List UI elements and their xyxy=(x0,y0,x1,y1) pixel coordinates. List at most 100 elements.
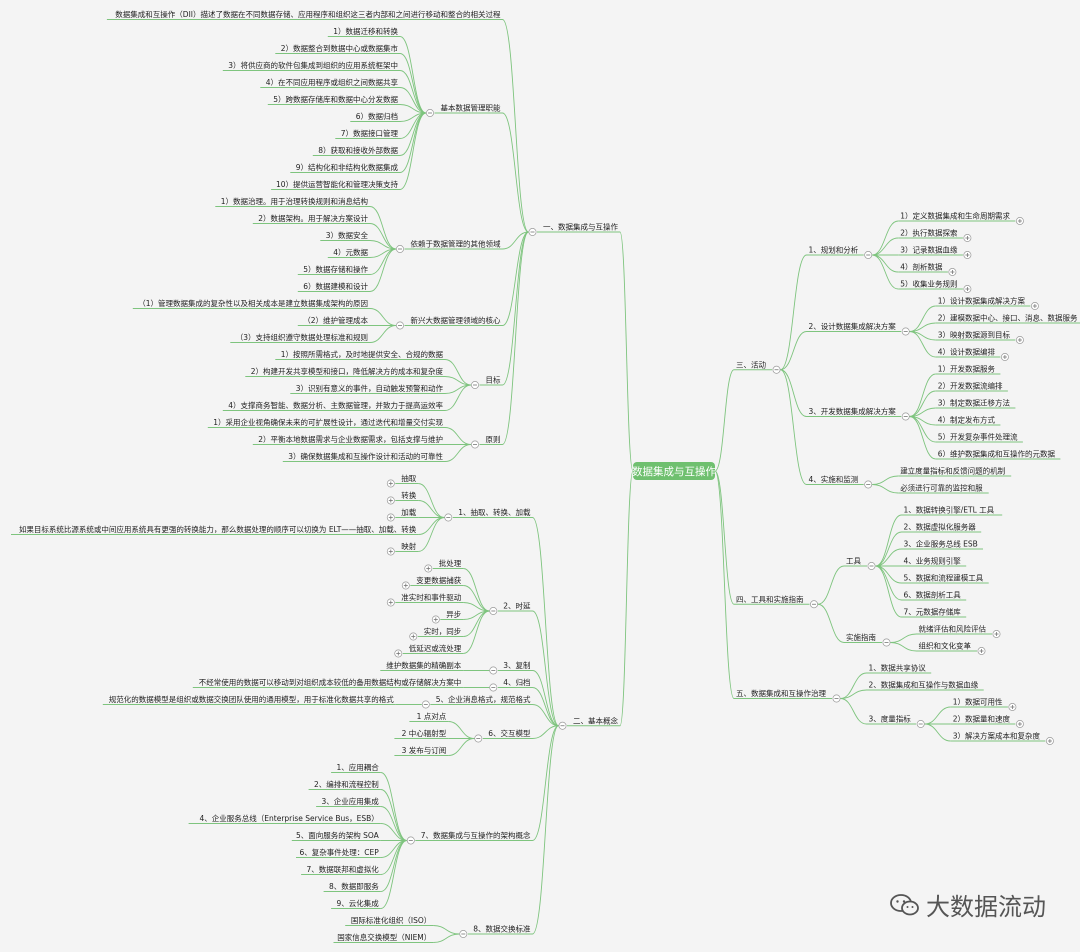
left-branch-1-6-1[interactable]: 1）采用企业视角确保未来的可扩展性设计，通过迭代和增量交付实现 xyxy=(213,417,443,427)
toggle-collapse-icon[interactable] xyxy=(471,440,479,449)
right-branch-2-1[interactable]: 工具 xyxy=(846,557,861,566)
left-branch-2-2-2[interactable]: 变更数据捕获 xyxy=(416,575,461,585)
right-branch-2[interactable]: 四、工具和实施指南 xyxy=(736,594,804,604)
right-branch-2-1-5[interactable]: 5、数据和流程建模工具 xyxy=(904,573,984,583)
toggle-collapse-icon[interactable] xyxy=(882,638,891,647)
toggle-collapse-icon[interactable] xyxy=(901,327,910,336)
toggle-expand-icon[interactable] xyxy=(394,649,403,658)
right-branch-3-3-2[interactable]: 2）数据量和速度 xyxy=(953,714,1011,724)
toggle-collapse-icon[interactable] xyxy=(489,666,498,675)
toggle-expand-icon[interactable] xyxy=(386,513,395,522)
left-branch-1-2-2[interactable]: 2）数据整合到数据中心或数据集市 xyxy=(281,43,399,53)
right-branch-1-3[interactable]: 3、开发数据集成解决方案 xyxy=(809,406,897,416)
right-branch-1-3-2[interactable]: 2）开发数据流编排 xyxy=(938,381,1003,391)
left-branch-2-7-2[interactable]: 2、编排和流程控制 xyxy=(314,779,379,789)
toggle-collapse-icon[interactable] xyxy=(459,930,468,938)
right-branch-1-3-1[interactable]: 1）开发数据服务 xyxy=(938,364,996,374)
toggle-expand-icon[interactable] xyxy=(386,479,395,488)
toggle-expand-icon[interactable] xyxy=(963,251,972,259)
left-branch-2-8-1[interactable]: 国际标准化组织（ISO） xyxy=(351,915,431,925)
toggle-expand-icon[interactable] xyxy=(992,630,1001,638)
right-branch-1-1[interactable]: 1、规划和分析 xyxy=(809,245,859,255)
left-branch-1-2[interactable]: 基本数据管理职能 xyxy=(441,103,501,113)
right-branch-3-3-3[interactable]: 3）解决方案成本和复杂度 xyxy=(953,731,1041,741)
toggle-collapse-icon[interactable] xyxy=(832,694,841,703)
right-branch-1-4[interactable]: 4、实施和监测 xyxy=(809,474,859,484)
left-branch-1-3-1[interactable]: 1）数据治理。用于治理转换规则和消息结构 xyxy=(221,196,369,206)
left-branch-2-7-6[interactable]: 6、复杂事件处理：CEP xyxy=(300,847,380,857)
toggle-expand-icon[interactable] xyxy=(409,632,418,641)
left-branch-2-8[interactable]: 8、数据交换标准 xyxy=(473,924,531,934)
right-branch-1-1-1[interactable]: 1）定义数据集成和生命周期需求 xyxy=(900,211,1010,221)
left-branch-1-1[interactable]: 数据集成和互操作（DII）描述了数据在不同数据存储、应用程序和组织这三者内部和之… xyxy=(115,9,501,19)
left-branch-1-5-3[interactable]: 3）识别有意义的事件，自动触发预警和动作 xyxy=(296,383,444,393)
right-branch-2-2-2[interactable]: 组织和文化变革 xyxy=(919,641,972,651)
toggle-collapse-icon[interactable] xyxy=(474,734,483,743)
left-branch-2-3[interactable]: 3、复制 xyxy=(503,660,530,670)
left-branch-2-1[interactable]: 1、抽取、转换、加载 xyxy=(458,507,531,517)
left-branch-1-2-3[interactable]: 3）将供应商的软件包集成到组织的应用系统框架中 xyxy=(228,60,398,70)
right-branch-1-3-6[interactable]: 6）维护数据集成和互操作的元数据 xyxy=(938,449,1056,459)
toggle-expand-icon[interactable] xyxy=(963,234,972,242)
right-branch-2-1-7[interactable]: 7、元数据存储库 xyxy=(904,607,962,617)
right-branch-1-1-4[interactable]: 4）剖析数据 xyxy=(900,262,943,272)
right-branch-1-1-5[interactable]: 5）收集业务规则 xyxy=(900,279,957,289)
toggle-collapse-icon[interactable] xyxy=(489,683,498,692)
left-branch-2-2-5[interactable]: 实时，同步 xyxy=(424,626,462,636)
right-branch-2-1-2[interactable]: 2、数据虚拟化服务器 xyxy=(904,522,977,532)
toggle-collapse-icon[interactable] xyxy=(396,245,404,253)
right-branch-1-2-3[interactable]: 3）映射数据源到目标 xyxy=(938,330,1011,340)
left-branch-1-4-1[interactable]: （1）管理数据集成的复杂性以及相关成本是建立数据集成架构的原因 xyxy=(138,298,368,308)
left-branch-1-2-9[interactable]: 9）结构化和非结构化数据集成 xyxy=(296,162,399,172)
toggle-collapse-icon[interactable] xyxy=(864,480,873,489)
right-branch-3-1[interactable]: 1、数据共享协议 xyxy=(869,663,927,673)
right-branch-1-3-4[interactable]: 4）制定发布方式 xyxy=(938,415,996,425)
right-branch-2-2[interactable]: 实施指南 xyxy=(846,632,876,642)
left-branch-1-3-3[interactable]: 3）数据安全 xyxy=(326,230,369,240)
left-branch-2-8-2[interactable]: 国家信息交换模型（NIEM） xyxy=(337,932,431,942)
left-branch-2-2-6[interactable]: 低延迟或流处理 xyxy=(409,643,462,653)
toggle-collapse-icon[interactable] xyxy=(528,228,537,236)
left-branch-1-2-4[interactable]: 4）在不同应用程序或组织之间数据共享 xyxy=(266,77,399,87)
left-branch-1-6[interactable]: 原则 xyxy=(486,435,501,444)
right-branch-2-1-3[interactable]: 3、企业服务总线 ESB xyxy=(904,539,978,549)
right-branch-1-2-2[interactable]: 2）建模数据中心、接口、消息、数据服务 xyxy=(938,313,1078,323)
left-branch-1-2-8[interactable]: 8）获取和接收外部数据 xyxy=(318,145,398,155)
left-branch-1-2-5[interactable]: 5）跨数据存储库和数据中心分发数据 xyxy=(273,94,398,104)
left-branch-1-2-7[interactable]: 7）数据接口管理 xyxy=(341,128,399,138)
toggle-expand-icon[interactable] xyxy=(401,581,410,590)
left-branch-1-3[interactable]: 依赖于数据管理的其他领域 xyxy=(411,239,501,249)
right-branch-1[interactable]: 三、活动 xyxy=(736,359,766,369)
left-branch-1-4-2[interactable]: （2）维护管理成本 xyxy=(303,315,368,325)
toggle-collapse-icon[interactable] xyxy=(421,700,430,709)
toggle-expand-icon[interactable] xyxy=(386,547,395,556)
left-branch-1-2-10[interactable]: 10）提供运营智能化和管理决策支持 xyxy=(276,179,399,189)
right-branch-3[interactable]: 五、数据集成和互操作治理 xyxy=(736,688,826,698)
left-branch-1-3-5[interactable]: 5）数据存储和操作 xyxy=(303,264,368,274)
right-branch-3-3-1[interactable]: 1）数据可用性 xyxy=(953,697,1003,707)
left-branch-2-7-1[interactable]: 1、应用耦合 xyxy=(337,762,380,772)
toggle-collapse-icon[interactable] xyxy=(444,513,453,522)
right-branch-1-4-1[interactable]: 建立度量指标和反馈问题的机制 xyxy=(900,466,1005,476)
toggle-collapse-icon[interactable] xyxy=(558,721,567,730)
left-branch-1-3-4[interactable]: 4）元数据 xyxy=(333,247,368,257)
right-branch-1-3-3[interactable]: 3）制定数据迁移方法 xyxy=(938,398,1011,408)
right-branch-3-3[interactable]: 3、度量指标 xyxy=(869,714,912,724)
toggle-expand-icon[interactable] xyxy=(424,564,433,573)
toggle-expand-icon[interactable] xyxy=(1015,720,1024,728)
toggle-collapse-icon[interactable] xyxy=(901,412,910,421)
right-branch-1-2-4[interactable]: 4）设计数据编排 xyxy=(938,347,996,357)
toggle-collapse-icon[interactable] xyxy=(426,109,434,117)
left-branch-2-3-1[interactable]: 维护数据集的精确副本 xyxy=(386,660,461,670)
left-branch-1-2-6[interactable]: 6）数据归档 xyxy=(356,111,398,121)
left-branch-1-5-4[interactable]: 4）支撑商务智能、数据分析、主数据管理，并致力于提高运效率 xyxy=(228,400,443,410)
toggle-expand-icon[interactable] xyxy=(431,615,440,624)
left-branch-2-2-4[interactable]: 异步 xyxy=(446,610,461,619)
left-branch-2-5-1[interactable]: 规范化的数据模型是组织或数据交换团队使用的通用模型，用于标准化数据共享的格式 xyxy=(109,694,394,704)
toggle-expand-icon[interactable] xyxy=(977,647,986,655)
toggle-collapse-icon[interactable] xyxy=(471,381,479,389)
right-branch-1-2[interactable]: 2、设计数据集成解决方案 xyxy=(809,321,897,331)
left-branch-2-6[interactable]: 6、交互模型 xyxy=(488,728,531,738)
left-branch-2-2[interactable]: 2、时延 xyxy=(503,601,531,611)
left-branch-1-5-2[interactable]: 2）构建开发共享模型和接口，降低解决方的成本和复杂度 xyxy=(251,366,444,376)
